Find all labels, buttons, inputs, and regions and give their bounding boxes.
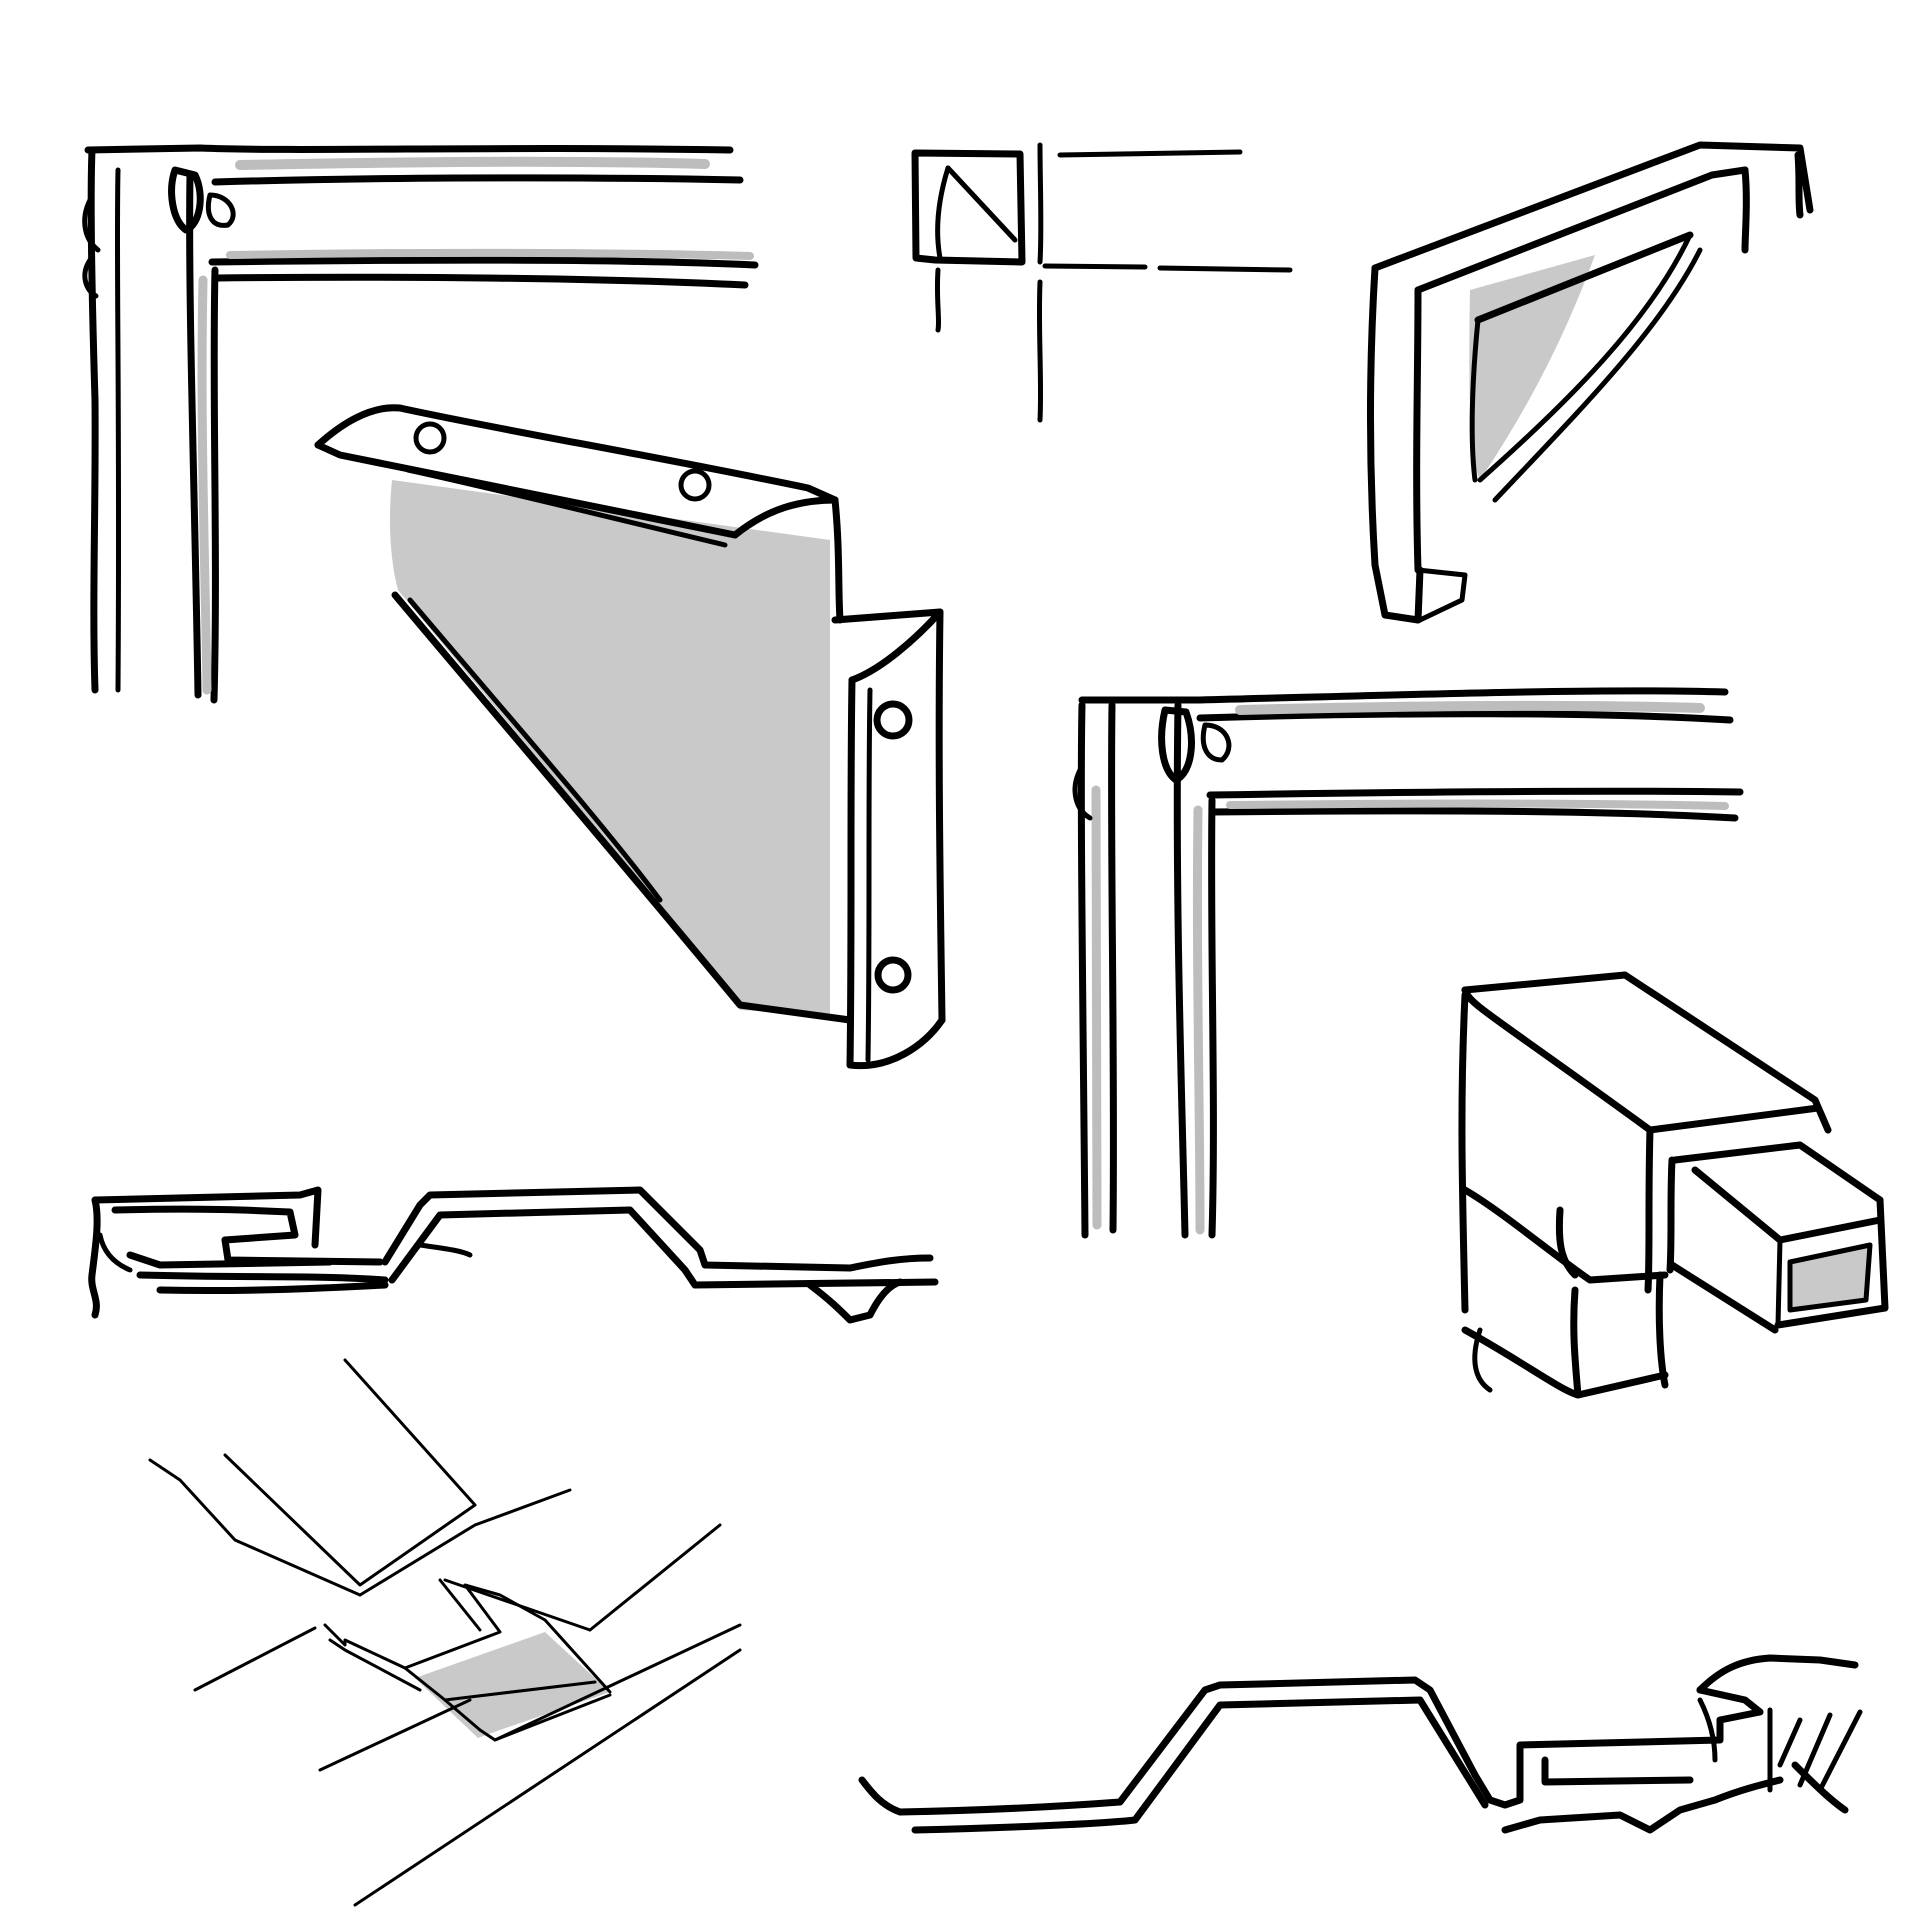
stepped-profile-section	[88, 1186, 939, 1324]
angle-bracket-3d	[1366, 141, 1814, 624]
frame-corner-detail-2	[1072, 687, 1744, 1239]
lap-joint-isometric	[148, 1358, 742, 1907]
stepped-profile-section-2	[858, 1654, 1863, 1834]
triangular-gusset-bracket	[314, 404, 946, 1070]
box-tee-junction	[1458, 971, 1889, 1399]
frame-corner-detail	[82, 144, 759, 704]
small-corner-section	[911, 142, 1293, 423]
